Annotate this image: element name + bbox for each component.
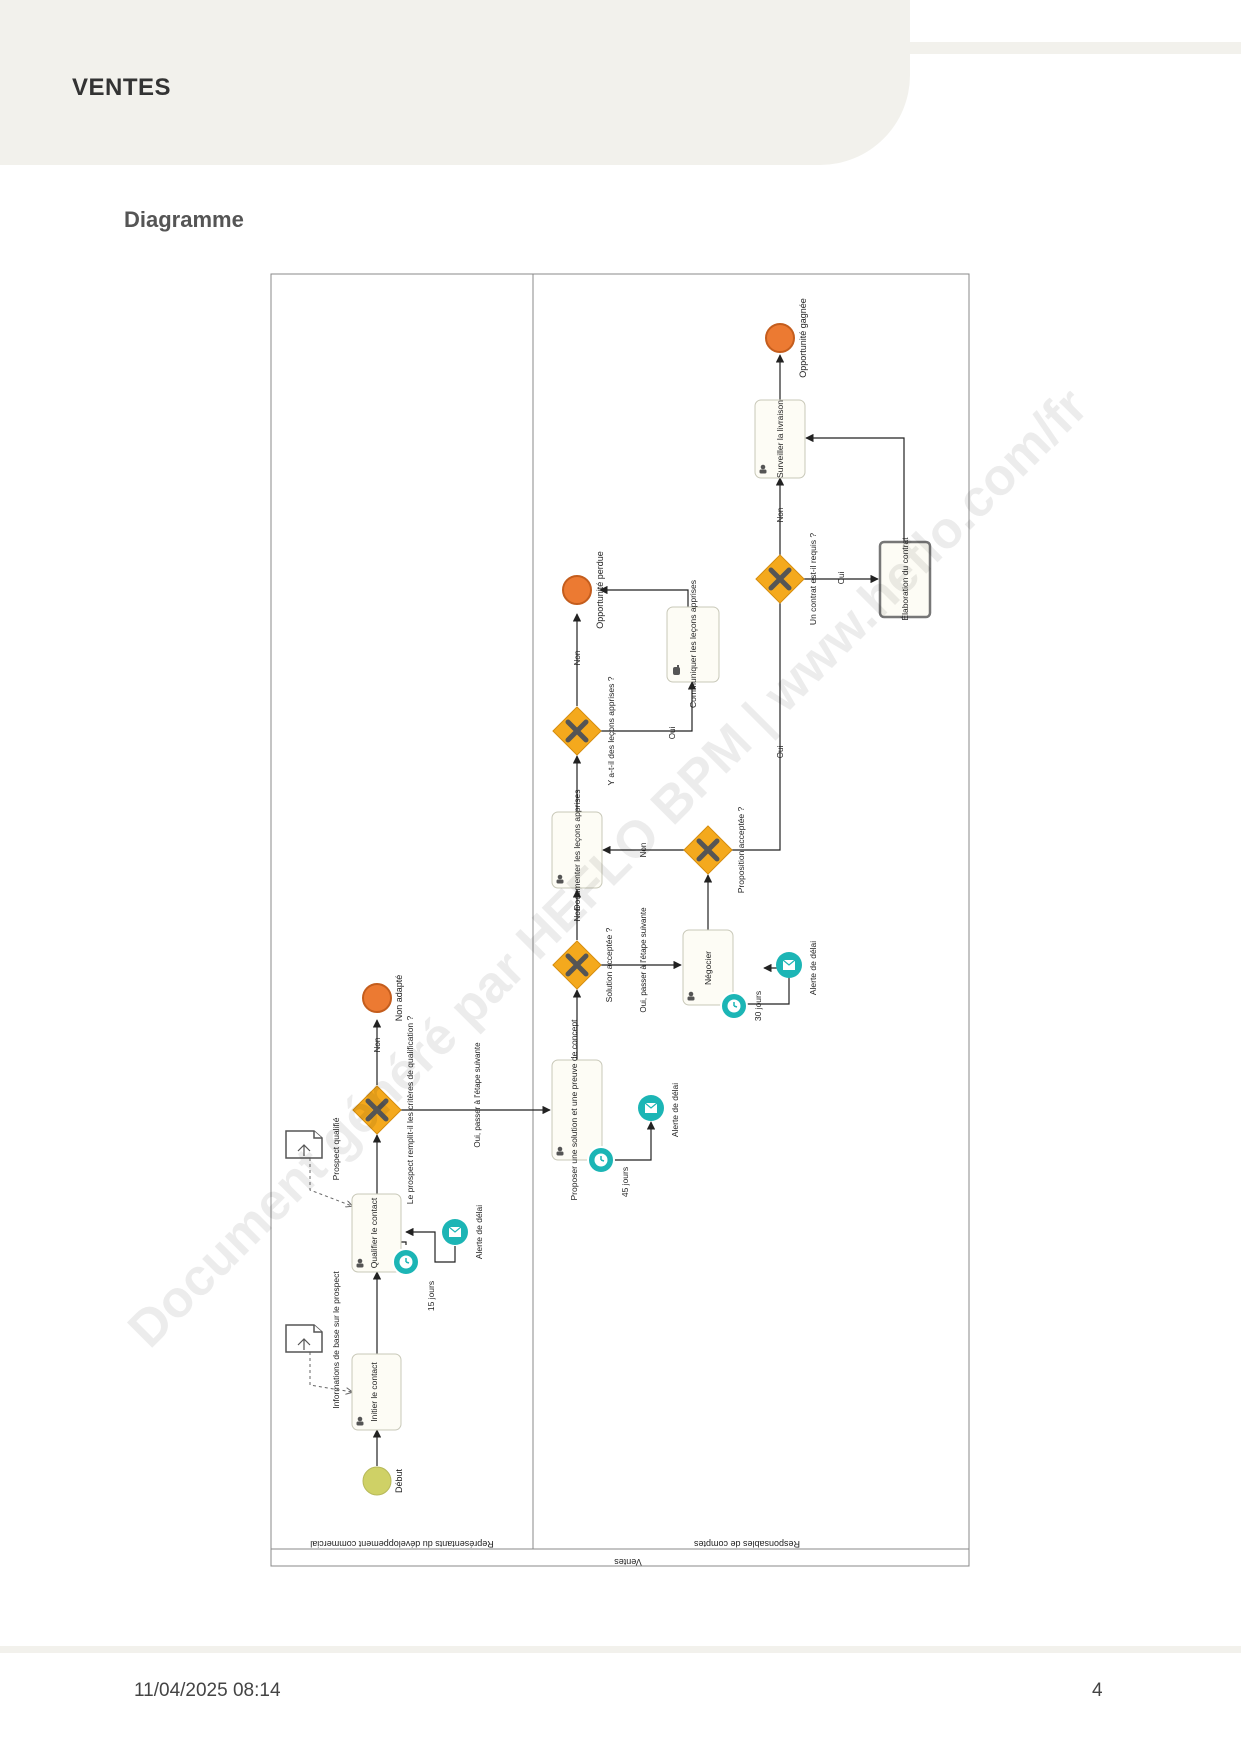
task-monitor-delivery — [754, 399, 806, 479]
flow-label-non-3: Non — [639, 843, 648, 858]
user-icon — [356, 1416, 364, 1426]
flow-label-non-2: Non — [573, 907, 582, 922]
alert-envelope-icon — [776, 952, 802, 978]
label-gateway-criteria: Le prospect remplit-il les critères de q… — [405, 1015, 415, 1204]
document-icon — [285, 1130, 323, 1159]
flow-label-non-1: Non — [373, 1038, 382, 1053]
user-icon — [356, 1258, 364, 1268]
flow-label-oui-1: Oui — [776, 746, 785, 759]
label-start: Début — [394, 1469, 404, 1494]
label-task-qualify: Qualifier le contact — [369, 1197, 379, 1268]
pool: Ventes Représentants du développement co… — [270, 273, 970, 1567]
label-task-communicate: Communiquer les leçons apprises — [688, 580, 698, 708]
footer-line — [0, 1646, 1241, 1653]
label-task-document: Documenter les leçons apprises — [572, 790, 582, 911]
hand-icon — [673, 665, 680, 675]
label-data-qualified: Prospect qualifié — [331, 1117, 341, 1180]
lane-label-account-managers: Responsables de comptes — [693, 1539, 800, 1549]
task-propose-solution — [551, 1059, 603, 1161]
task-qualify-contact — [351, 1193, 402, 1273]
label-task-monitor: Surveiller la livraison — [775, 400, 785, 478]
flow-label-oui-3: Oui — [837, 572, 846, 585]
task-initiate-contact — [351, 1353, 402, 1431]
pool-label: Ventes — [614, 1557, 642, 1567]
gateway-contract — [755, 554, 805, 604]
user-icon — [687, 991, 695, 1001]
label-gateway-solution: Solution acceptée ? — [604, 927, 614, 1002]
task-communicate-lessons — [666, 606, 720, 683]
label-task-contract: Élaboration du contrat — [900, 537, 910, 621]
flow-label-next-step-1: Oui, passer à l'étape suivante — [473, 1042, 482, 1148]
events — [362, 323, 795, 1496]
user-icon — [556, 1146, 564, 1156]
label-alert-1: Alerte de délai — [474, 1205, 484, 1259]
timer-events — [392, 952, 802, 1276]
timer-icon — [587, 1146, 615, 1174]
end-event-lost — [562, 575, 592, 605]
end-event-won — [765, 323, 795, 353]
page-title: VENTES — [72, 74, 172, 101]
timer-icon — [392, 1248, 420, 1276]
task-contract — [878, 540, 932, 619]
gateway-proposal — [683, 825, 733, 875]
gateway-solution — [552, 940, 602, 990]
label-alert-2: Alerte de délai — [670, 1083, 680, 1137]
label-timer-45: 45 jours — [620, 1167, 630, 1197]
data-objects — [285, 1130, 323, 1353]
label-task-propose: Proposer une solution et une preuve de c… — [569, 1019, 579, 1201]
label-task-initiate: Initier le contact — [369, 1362, 379, 1422]
flow-label-non-5: Non — [776, 508, 785, 523]
lane-label-bdr: Représentants du développement commercia… — [310, 1539, 494, 1549]
start-event — [362, 1466, 392, 1496]
label-gateway-lessons: Y a-t-il des leçons apprises ? — [606, 676, 616, 785]
flow-label-non-4: Non — [573, 651, 582, 666]
user-icon — [556, 874, 564, 884]
alert-envelope-icon — [638, 1095, 664, 1121]
flow-label-next-step-2: Oui, passer à l'étape suivante — [639, 907, 648, 1013]
data-associations — [309, 1158, 352, 1392]
tasks — [351, 399, 932, 1431]
flow-label-oui-2: Oui — [668, 727, 677, 740]
alert-envelope-icon — [442, 1219, 468, 1245]
gateways — [352, 554, 805, 1135]
end-event-unfit — [362, 983, 392, 1013]
label-data-basic-info: Informations de base sur le prospect — [331, 1271, 341, 1409]
label-task-negotiate: Négocier — [703, 951, 713, 985]
task-document-lessons — [551, 811, 603, 889]
user-task-icons — [356, 464, 767, 1426]
header-accent-line — [910, 42, 1241, 54]
label-gateway-proposal: Proposition acceptée ? — [736, 806, 746, 893]
label-timer-30: 30 jours — [753, 991, 763, 1021]
gateway-criteria — [352, 1085, 402, 1135]
label-end-won: Opportunité gagnée — [798, 298, 808, 378]
watermark: Document généré par HEFLO BPM | www.hefl… — [117, 377, 1099, 1359]
label-timer-15: 15 jours — [426, 1281, 436, 1311]
header-band — [0, 0, 910, 165]
section-title: Diagramme — [124, 207, 244, 232]
footer-date: 11/04/2025 08:14 — [134, 1680, 281, 1701]
page-number: 4 — [1092, 1680, 1103, 1701]
label-end-unfit: Non adapté — [394, 975, 404, 1022]
label-gateway-contract: Un contrat est-il requis ? — [808, 533, 818, 625]
label-end-lost: Opportunité perdue — [595, 551, 605, 629]
label-alert-3: Alerte de délai — [808, 941, 818, 995]
user-icon — [759, 464, 767, 474]
diagram-labels: Début Non adapté Opportunité perdue Oppo… — [331, 298, 910, 1493]
task-negotiate — [682, 929, 734, 1006]
gateway-lessons — [552, 706, 602, 756]
timer-icon — [720, 992, 748, 1020]
document-icon — [285, 1324, 323, 1353]
